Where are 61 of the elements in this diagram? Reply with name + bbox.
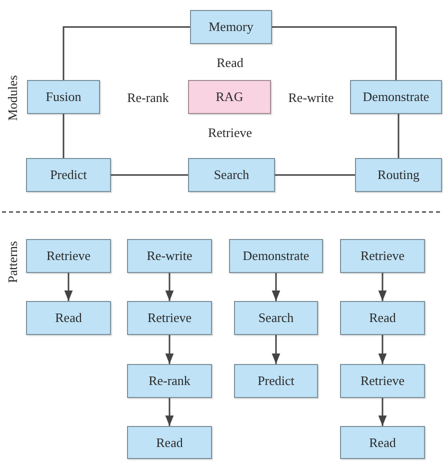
box-label: Retrieve (46, 248, 91, 264)
module-box (127, 301, 212, 335)
box-label: Retrieve (147, 310, 192, 326)
section-label: Modules (5, 75, 21, 121)
arrow (165, 398, 174, 426)
arrow (378, 335, 387, 364)
box-label: Memory (208, 19, 254, 35)
connector-line (398, 114, 400, 158)
operation-label: Re-rank (127, 90, 169, 106)
connector-line (62, 26, 190, 80)
module-box (229, 239, 323, 273)
center-box (188, 80, 271, 114)
module-box (27, 80, 100, 114)
box-label: Re-write (146, 248, 192, 264)
operation-label: Re-write (288, 90, 334, 106)
box-label: Read (369, 310, 396, 326)
box-label: Read (369, 434, 396, 450)
connector-line (272, 26, 397, 80)
arrow (378, 398, 387, 426)
box-label: RAG (216, 89, 244, 105)
box-label: Routing (378, 167, 420, 183)
box-label: Predict (50, 167, 87, 183)
module-box (127, 364, 212, 398)
module-box (340, 301, 425, 335)
box-label: Re-rank (148, 373, 190, 389)
connector-line (111, 174, 188, 176)
box-label: Read (55, 310, 82, 326)
module-box (127, 426, 212, 459)
module-box (190, 10, 272, 44)
box-label: Fusion (46, 89, 82, 105)
module-box (340, 364, 425, 398)
arrow (165, 273, 174, 301)
connector-line (275, 174, 355, 176)
module-box (188, 158, 275, 192)
module-box (234, 301, 318, 335)
module-box (26, 301, 111, 335)
module-box (350, 80, 442, 114)
operation-label: Read (216, 55, 244, 71)
box-label: Retrieve (360, 248, 405, 264)
box-label: Demonstrate (362, 89, 430, 105)
operation-label: Retrieve (208, 125, 252, 141)
box-label: Predict (258, 373, 294, 389)
module-box (26, 158, 111, 192)
module-box (234, 364, 318, 398)
module-box (340, 239, 425, 273)
module-box (340, 426, 425, 459)
arrow (64, 273, 73, 301)
box-label: Search (214, 167, 250, 183)
arrow (272, 273, 280, 301)
arrow (165, 335, 174, 364)
box-label: Demonstrate (242, 248, 310, 264)
arrow (378, 273, 387, 301)
connector-line (62, 114, 64, 158)
box-label: Search (258, 310, 294, 326)
section-label: Patterns (5, 241, 21, 283)
box-label: Read (156, 434, 183, 450)
module-box (355, 158, 442, 192)
arrow (272, 335, 280, 364)
box-label: Retrieve (360, 373, 405, 389)
module-box (127, 239, 212, 273)
module-box (26, 239, 111, 273)
